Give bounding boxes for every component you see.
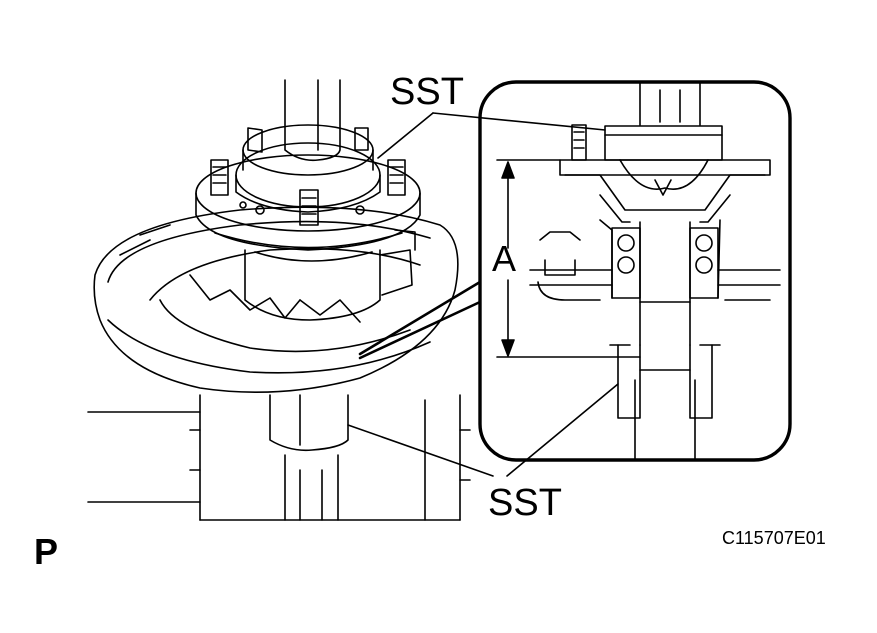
inset-press-plate [604, 81, 723, 196]
leader-lines [347, 112, 619, 477]
axle-hub-body [244, 229, 416, 321]
dust-deflector [93, 206, 459, 394]
callout-connector [358, 280, 482, 360]
dimension-a-label: A [492, 238, 517, 279]
inset-bolt [571, 124, 587, 161]
press-ram [284, 79, 341, 162]
inset-bearing [611, 227, 719, 299]
inset-lower-sst [609, 344, 721, 461]
hub-flange [195, 124, 421, 251]
figure-code-label: C115707E01 [722, 528, 826, 548]
inset-knuckle [529, 219, 781, 301]
sst-top-label: SST [390, 71, 464, 113]
hub-bolts [210, 127, 406, 226]
detail-inset [478, 80, 792, 462]
dimension-a-marker [496, 159, 641, 358]
sst-bottom-label: SST [488, 482, 562, 524]
lower-sst-pusher [269, 394, 349, 452]
view-marker-label: P [34, 531, 59, 572]
support-stand [87, 394, 471, 521]
